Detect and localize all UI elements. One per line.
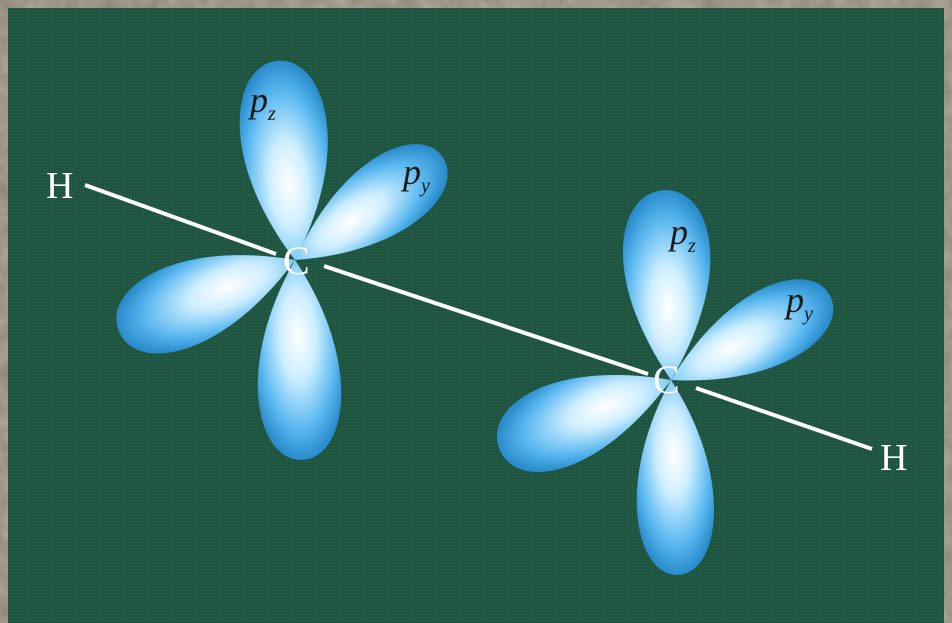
orbital-label-right-py: py [783, 280, 813, 325]
orbital-label-left-py: py [400, 152, 430, 197]
left-px-lobe [116, 255, 295, 354]
left-bottom-lobe [257, 260, 342, 460]
bond-axis-right [695, 386, 873, 451]
right-py-lobe [671, 279, 834, 381]
bond-axis-left [84, 183, 277, 256]
atom-label-h-right: H [880, 437, 907, 479]
right-px-lobe [497, 375, 671, 472]
right-bottom-lobe [636, 380, 714, 575]
orbital-label-left-pz: pz [247, 80, 276, 125]
right-pz-lobe [622, 190, 711, 380]
atom-label-c-left: C [283, 238, 310, 283]
orbital-label-right-pz: pz [667, 212, 696, 257]
diagram-panel: H C C H pz py pz py [8, 8, 944, 623]
right-carbon-orbitals [497, 190, 834, 575]
left-py-lobe [295, 144, 448, 260]
bond-axis-middle [323, 264, 649, 376]
left-pz-lobe [239, 60, 328, 260]
atom-label-c-right: C [653, 357, 680, 402]
atom-label-h-left: H [46, 165, 73, 207]
left-carbon-orbitals [116, 60, 448, 460]
